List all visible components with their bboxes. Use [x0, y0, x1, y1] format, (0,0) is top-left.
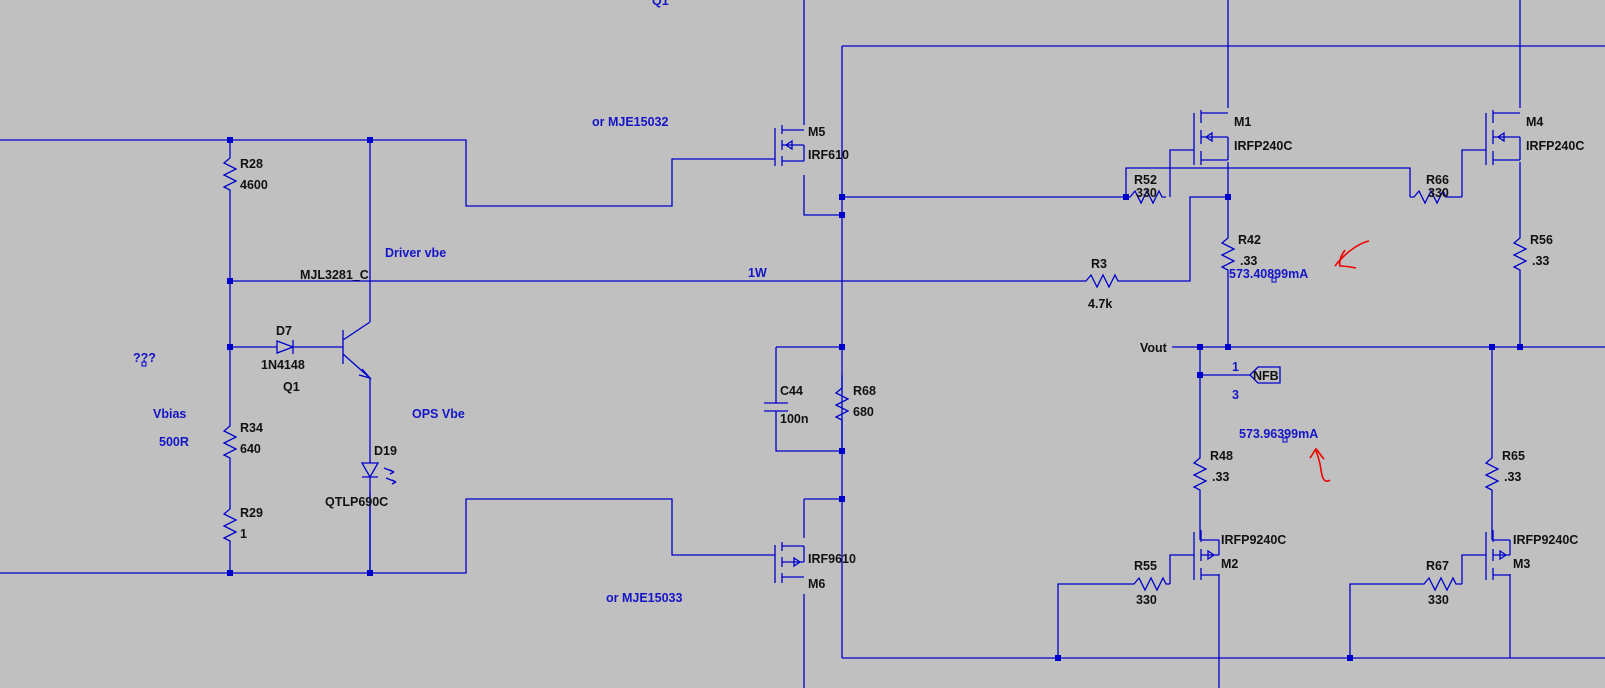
m4-label: M4	[1526, 115, 1543, 129]
c44-label: C44	[780, 384, 803, 398]
r42-value: .33	[1240, 254, 1257, 268]
r29-label: R29	[240, 506, 263, 520]
m5-label: M5	[808, 125, 825, 139]
r67-value: 330	[1428, 593, 1449, 607]
resistor-r3[interactable]	[1082, 273, 1122, 289]
r29-value: 1	[240, 527, 247, 541]
r66-label: R66	[1426, 173, 1449, 187]
m6-label: M6	[808, 577, 825, 591]
unknown-label: ???	[133, 351, 156, 365]
resistor-r55[interactable]	[1130, 576, 1170, 592]
pin-3-label: 3	[1232, 388, 1239, 402]
capacitor-c44[interactable]	[764, 402, 788, 419]
r48-label: R48	[1210, 449, 1233, 463]
d19-value: QTLP690C	[325, 495, 388, 509]
r3-value: 4.7k	[1088, 297, 1112, 311]
m6-value: IRF9610	[808, 552, 856, 566]
m5-value: IRF610	[808, 148, 849, 162]
r56-label: R56	[1530, 233, 1553, 247]
or-mje15033-label: or MJE15033	[606, 591, 682, 605]
mjl3281-label: MJL3281_C	[300, 268, 369, 282]
nfb-label: NFB	[1253, 369, 1279, 383]
current-probe-r48: 573.96399mA	[1239, 427, 1318, 441]
r3-label: R3	[1091, 257, 1107, 271]
q1-label: Q1	[283, 380, 300, 394]
red-arrow-annotation-top	[1334, 240, 1370, 269]
r55-value: 330	[1136, 593, 1157, 607]
resistor-r28[interactable]	[222, 152, 238, 194]
r56-value: .33	[1532, 254, 1549, 268]
r68-label: R68	[853, 384, 876, 398]
resistor-r34[interactable]	[222, 420, 238, 462]
r500-label: 500R	[159, 435, 189, 449]
r52-label: R52	[1134, 173, 1157, 187]
probe-markers	[141, 277, 1288, 443]
component-labels: Q1 R28 4600 R34 640 R29 1 D7 1N4148 Q1 D…	[133, 0, 1584, 607]
c44-value: 100n	[780, 412, 809, 426]
r65-label: R65	[1502, 449, 1525, 463]
resistor-r67[interactable]	[1420, 576, 1462, 592]
resistor-r68[interactable]	[834, 383, 850, 425]
mosfet-m2[interactable]	[1193, 530, 1220, 580]
power-1w-label: 1W	[748, 266, 767, 280]
vbias-label: Vbias	[153, 407, 186, 421]
ops-vbe-label: OPS Vbe	[412, 407, 465, 421]
r42-label: R42	[1238, 233, 1261, 247]
pin-1-label: 1	[1232, 360, 1239, 374]
m1-value: IRFP240C	[1234, 139, 1292, 153]
r55-label: R55	[1134, 559, 1157, 573]
r66-value: 330	[1428, 186, 1449, 200]
r68-value: 680	[853, 405, 874, 419]
r52-value: 330	[1136, 186, 1157, 200]
d7-value: 1N4148	[261, 358, 305, 372]
resistor-r52[interactable]	[1126, 189, 1166, 205]
mosfet-m4[interactable]	[1485, 110, 1521, 165]
r28-label: R28	[240, 157, 263, 171]
mosfet-m1[interactable]	[1193, 110, 1229, 165]
mosfet-m3[interactable]	[1485, 530, 1511, 580]
resistor-r42[interactable]	[1220, 232, 1236, 274]
m3-value: IRFP9240C	[1513, 533, 1578, 547]
transistor-q1[interactable]	[342, 321, 372, 380]
current-probe-r42: 573.40899mA	[1229, 267, 1308, 281]
m1-label: M1	[1234, 115, 1251, 129]
mosfet-m6[interactable]	[774, 542, 805, 583]
m2-value: IRFP9240C	[1221, 533, 1286, 547]
r34-value: 640	[240, 442, 261, 456]
r48-value: .33	[1212, 470, 1229, 484]
red-arrow-annotation-bottom	[1309, 447, 1331, 482]
led-d19[interactable]	[360, 460, 397, 573]
m3-label: M3	[1513, 557, 1530, 571]
diode-d7[interactable]	[276, 340, 298, 354]
m2-label: M2	[1221, 557, 1238, 571]
d7-label: D7	[276, 324, 292, 338]
q1-top-label: Q1	[652, 0, 669, 8]
d19-label: D19	[374, 444, 397, 458]
r67-label: R67	[1426, 559, 1449, 573]
driver-vbe-label: Driver vbe	[385, 246, 446, 260]
resistor-r66[interactable]	[1410, 189, 1462, 205]
or-mje15032-label: or MJE15032	[592, 115, 668, 129]
mosfet-m5[interactable]	[774, 125, 805, 166]
resistor-r65[interactable]	[1484, 452, 1500, 494]
junction-dots	[227, 137, 1523, 661]
resistor-r48[interactable]	[1192, 452, 1208, 494]
r34-label: R34	[240, 421, 263, 435]
m4-value: IRFP240C	[1526, 139, 1584, 153]
r28-value: 4600	[240, 178, 268, 192]
r65-value: .33	[1504, 470, 1521, 484]
resistor-r56[interactable]	[1512, 232, 1528, 274]
resistor-r29[interactable]	[222, 503, 238, 545]
vout-label: Vout	[1140, 341, 1168, 355]
nfb-net-flag[interactable]	[1249, 366, 1281, 384]
